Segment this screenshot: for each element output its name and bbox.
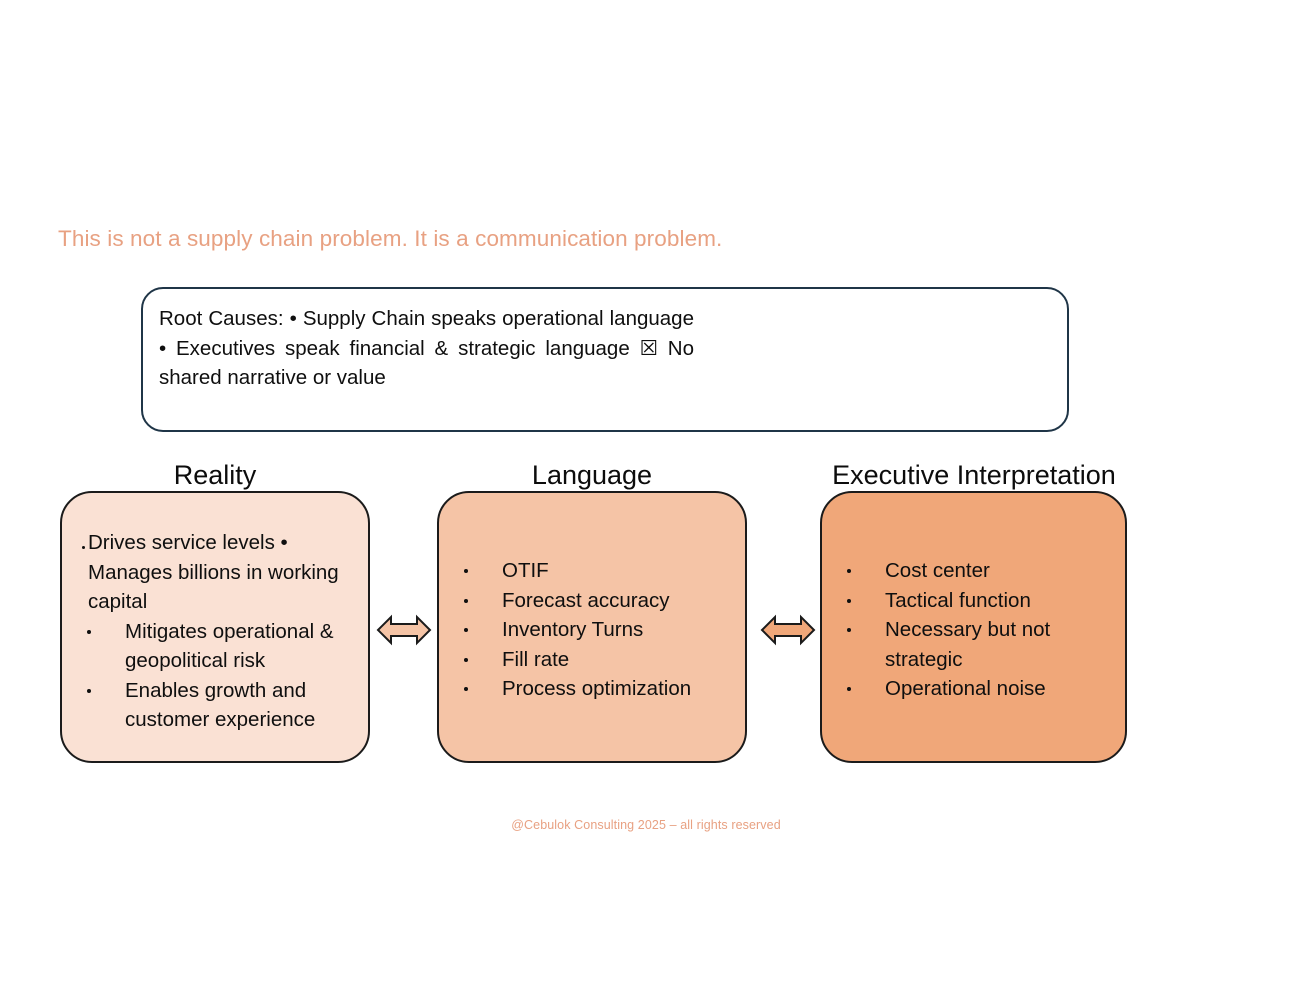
bullet-dot-icon bbox=[464, 687, 468, 691]
column-title-reality: Reality bbox=[173, 460, 257, 490]
list-item-label: Process optimization bbox=[502, 677, 692, 700]
bullet-dot-icon bbox=[464, 569, 468, 573]
column-title-executive-interpretation: Executive Interpretation bbox=[832, 460, 1116, 490]
slide-headline: This is not a supply chain problem. It i… bbox=[58, 226, 723, 251]
root-causes-text: Root Causes: • Supply Chain speaks opera… bbox=[159, 307, 694, 389]
list-item: Inventory Turns bbox=[461, 615, 731, 645]
bullet-dot-icon bbox=[847, 598, 851, 603]
bullet-dot-icon bbox=[87, 688, 91, 693]
list-item-label: Mitigates operational & geopolitical ris… bbox=[125, 619, 334, 673]
bullet-dot-icon bbox=[464, 657, 468, 662]
card-executive-interpretation-body: Cost center Tactical function Necessary … bbox=[844, 556, 1111, 704]
card-reality-body: Drives service levels • Manages billions… bbox=[82, 528, 354, 735]
list-item: Cost center bbox=[844, 556, 1111, 586]
list-item-label: Enables growth and customer experience bbox=[125, 678, 316, 732]
arrow-reality-language-icon bbox=[376, 610, 432, 650]
column-title-language: Language bbox=[531, 460, 653, 490]
list-item: Necessary but not strategic bbox=[844, 615, 1111, 674]
list-item-label: Inventory Turns bbox=[502, 618, 644, 641]
list-item-label: Necessary but not strategic bbox=[885, 618, 1051, 671]
card-executive-interpretation: Cost center Tactical function Necessary … bbox=[820, 491, 1127, 763]
card-language: OTIF Forecast accuracy Inventory Turns F… bbox=[437, 491, 747, 763]
list-item: Enables growth and customer experience bbox=[84, 676, 354, 735]
list-item-label: OTIF bbox=[502, 559, 549, 582]
bullet-dot-icon bbox=[847, 628, 851, 632]
list-item: OTIF bbox=[461, 556, 731, 586]
list-item: Process optimization bbox=[461, 674, 731, 704]
slide-footer-copyright: @Cebulok Consulting 2025 – all rights re… bbox=[511, 818, 781, 832]
list-item: Fill rate bbox=[461, 645, 731, 675]
card-reality-lead-paragraph: Drives service levels • Manages billions… bbox=[82, 528, 354, 617]
list-item-label: Tactical function bbox=[885, 588, 1031, 612]
card-language-body: OTIF Forecast accuracy Inventory Turns F… bbox=[461, 556, 731, 704]
list-item-label: Forecast accuracy bbox=[502, 588, 670, 612]
root-causes-callout: Root Causes: • Supply Chain speaks opera… bbox=[141, 287, 1069, 432]
bullet-dot-icon bbox=[87, 629, 91, 634]
list-item-label: Cost center bbox=[885, 559, 990, 582]
card-reality-lead-text: Drives service levels • Manages billions… bbox=[88, 531, 339, 613]
bullet-dot-icon bbox=[847, 569, 851, 573]
list-item: Mitigates operational & geopolitical ris… bbox=[84, 617, 354, 676]
bullet-dot-icon bbox=[82, 546, 85, 550]
card-reality: Drives service levels • Manages billions… bbox=[60, 491, 370, 763]
card-executive-bullet-list: Cost center Tactical function Necessary … bbox=[844, 556, 1111, 704]
card-language-bullet-list: OTIF Forecast accuracy Inventory Turns F… bbox=[461, 556, 731, 704]
list-item: Tactical function bbox=[844, 586, 1111, 616]
list-item-label: Operational noise bbox=[885, 677, 1046, 700]
bullet-dot-icon bbox=[464, 628, 468, 632]
list-item-label: Fill rate bbox=[502, 647, 570, 671]
list-item: Operational noise bbox=[844, 674, 1111, 704]
bullet-dot-icon bbox=[847, 687, 851, 691]
card-reality-bullet-list: Mitigates operational & geopolitical ris… bbox=[84, 617, 354, 735]
list-item: Forecast accuracy bbox=[461, 586, 731, 616]
arrow-language-executive-icon bbox=[760, 610, 816, 650]
bullet-dot-icon bbox=[464, 598, 468, 603]
